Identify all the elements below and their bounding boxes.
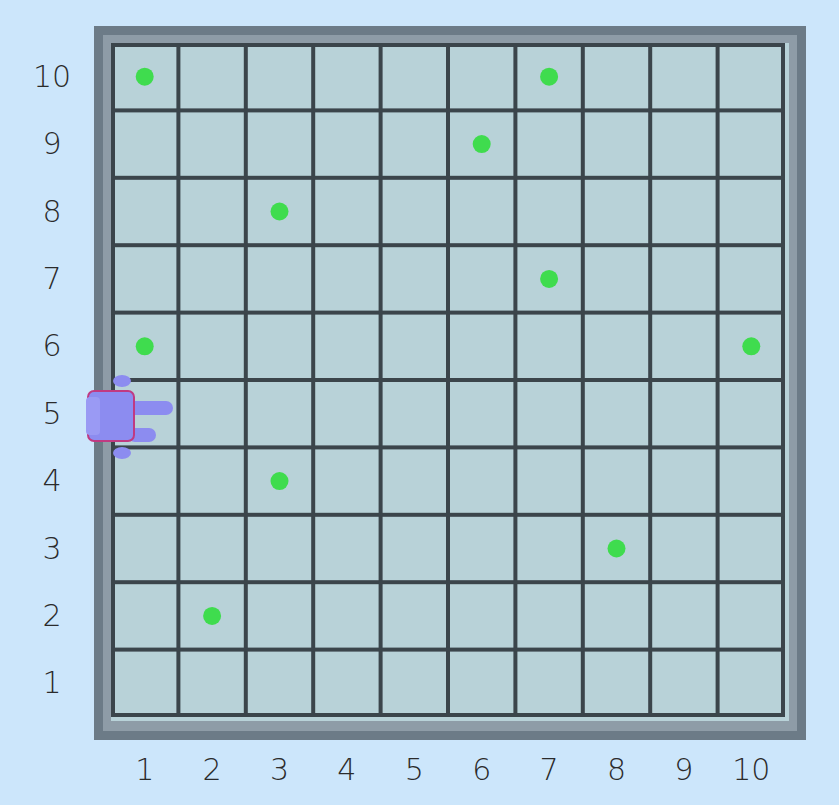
grid-line bbox=[111, 513, 785, 517]
beeper-dot bbox=[271, 472, 289, 490]
row-number: 1 bbox=[42, 668, 61, 698]
grid-line bbox=[111, 445, 785, 449]
robot bbox=[86, 375, 173, 459]
beeper-dot bbox=[540, 68, 558, 86]
column-number: 1 bbox=[135, 755, 154, 785]
row-number: 7 bbox=[42, 264, 61, 294]
beepers bbox=[136, 68, 761, 625]
grid-line bbox=[111, 580, 785, 584]
column-number: 2 bbox=[203, 755, 222, 785]
beeper-dot bbox=[136, 337, 154, 355]
column-number: 10 bbox=[732, 755, 770, 785]
board-frame bbox=[94, 26, 806, 740]
row-number: 3 bbox=[42, 534, 61, 564]
row-number: 8 bbox=[42, 197, 61, 227]
column-number: 3 bbox=[270, 755, 289, 785]
grid-line bbox=[111, 311, 785, 315]
grid-lines bbox=[111, 43, 785, 717]
grid-line bbox=[111, 43, 785, 47]
robot-wheel bbox=[113, 447, 131, 459]
column-number: 8 bbox=[607, 755, 626, 785]
row-number: 5 bbox=[42, 399, 61, 429]
board-frame-inner bbox=[103, 35, 797, 731]
column-number: 4 bbox=[337, 755, 356, 785]
robot-wheel bbox=[113, 375, 131, 387]
beeper-dot bbox=[742, 337, 760, 355]
robot-back bbox=[86, 397, 100, 435]
beeper-dot bbox=[136, 68, 154, 86]
grid-line bbox=[111, 713, 785, 717]
column-number: 7 bbox=[540, 755, 559, 785]
grid-line bbox=[111, 176, 785, 180]
column-number: 5 bbox=[405, 755, 424, 785]
beeper-dot bbox=[608, 540, 626, 558]
cell-ground bbox=[111, 43, 789, 721]
row-number: 10 bbox=[33, 62, 71, 92]
beeper-dot bbox=[271, 203, 289, 221]
column-number: 9 bbox=[674, 755, 693, 785]
beeper-dot bbox=[203, 607, 221, 625]
beeper-dot bbox=[473, 135, 491, 153]
beeper-dot bbox=[540, 270, 558, 288]
row-number: 4 bbox=[42, 466, 61, 496]
grid-line bbox=[111, 243, 785, 247]
row-number: 6 bbox=[42, 331, 61, 361]
column-number: 6 bbox=[472, 755, 491, 785]
grid-line bbox=[111, 108, 785, 112]
grid-line bbox=[111, 648, 785, 652]
grid-line bbox=[111, 378, 785, 382]
row-number: 2 bbox=[42, 601, 61, 631]
row-number: 9 bbox=[42, 129, 61, 159]
